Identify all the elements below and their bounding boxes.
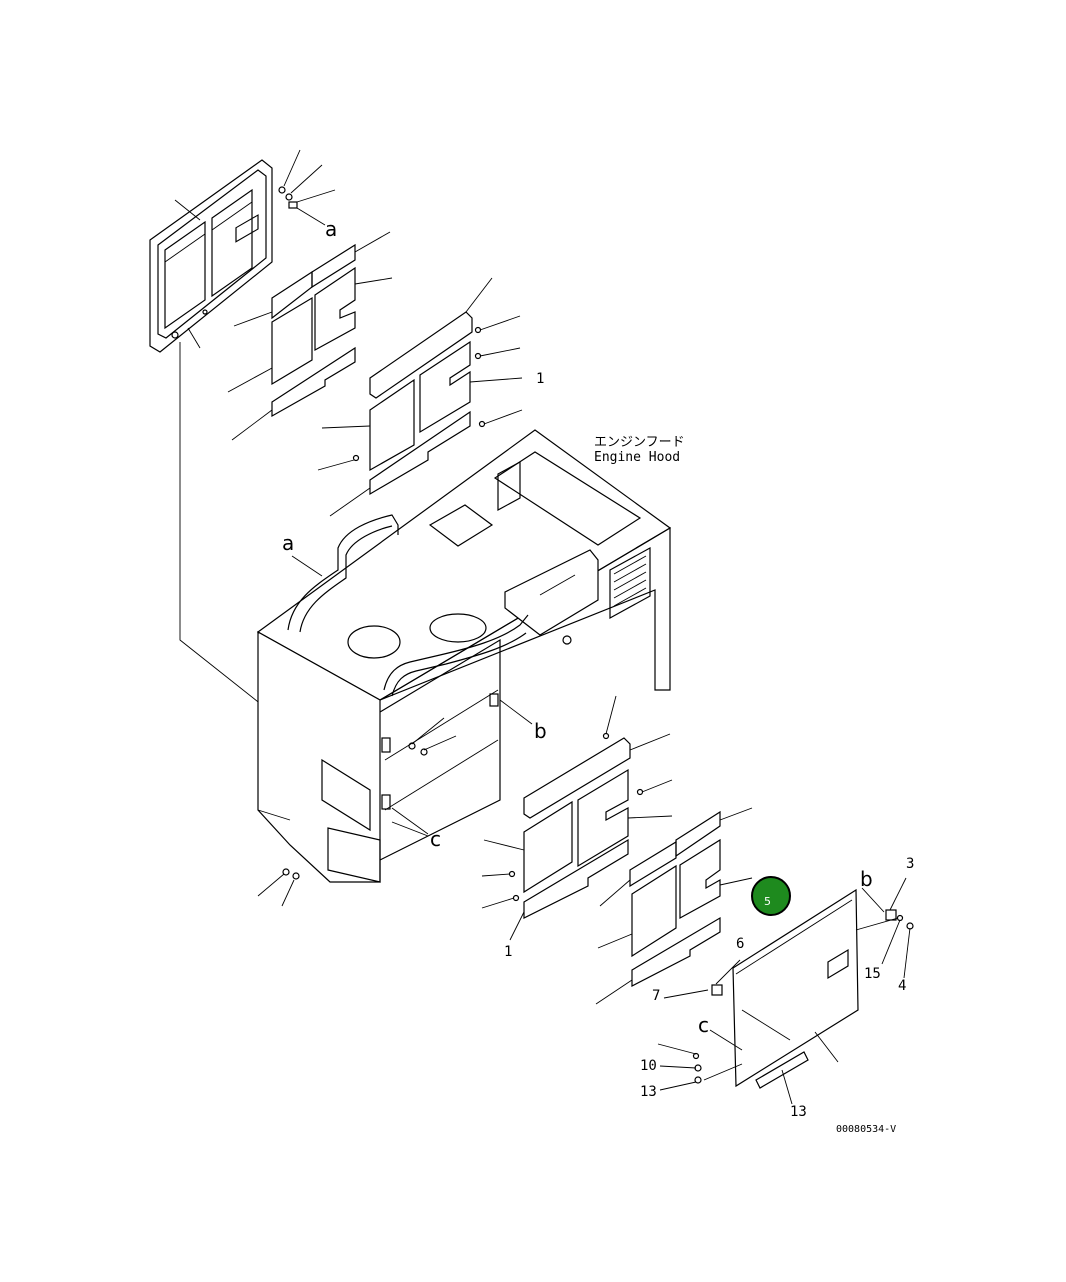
part-number-1-upper: 1	[536, 371, 544, 387]
hood-label-japanese: エンジンフード	[594, 435, 685, 450]
highlight-badge-label: 5	[764, 895, 771, 908]
lower-insulation-pads	[595, 807, 753, 1005]
part-number-3: 3	[906, 856, 914, 872]
part-number-6: 6	[736, 936, 744, 952]
part-number-13-left: 13	[640, 1084, 657, 1100]
part-number-7: 7	[652, 988, 660, 1004]
drawing-code: 00080534-V	[836, 1124, 896, 1135]
part-number-10: 10	[640, 1058, 657, 1074]
callout-c-panel: c	[698, 1013, 709, 1037]
callout-c-hood: c	[430, 827, 441, 851]
callout-a-upper: a	[325, 217, 337, 241]
upper-insulation-pads	[227, 231, 393, 441]
callout-b-panel: b	[860, 867, 873, 891]
callout-c-leader-2	[391, 821, 429, 837]
side-panel	[657, 877, 914, 1105]
engine-hood-body	[256, 429, 672, 907]
callout-b-leader	[499, 699, 533, 725]
door-bolts	[278, 149, 336, 226]
upper-pad-assembly	[317, 277, 523, 517]
door-leader-line	[179, 342, 263, 706]
highlight-badge-5[interactable]: 5	[751, 876, 791, 916]
part-number-4: 4	[898, 978, 906, 994]
callout-c-leader-1	[391, 807, 429, 835]
hood-label-english: Engine Hood	[594, 450, 680, 465]
part-number-1-lower: 1	[504, 944, 512, 960]
part-number-15: 15	[864, 966, 881, 982]
part-number-13-bottom: 13	[790, 1104, 807, 1120]
callout-a-hood: a	[282, 531, 294, 555]
middle-pad-assembly	[481, 695, 673, 941]
callout-a-leader	[291, 555, 323, 577]
side-door-panel	[149, 159, 273, 353]
callout-b-hood: b	[534, 719, 547, 743]
